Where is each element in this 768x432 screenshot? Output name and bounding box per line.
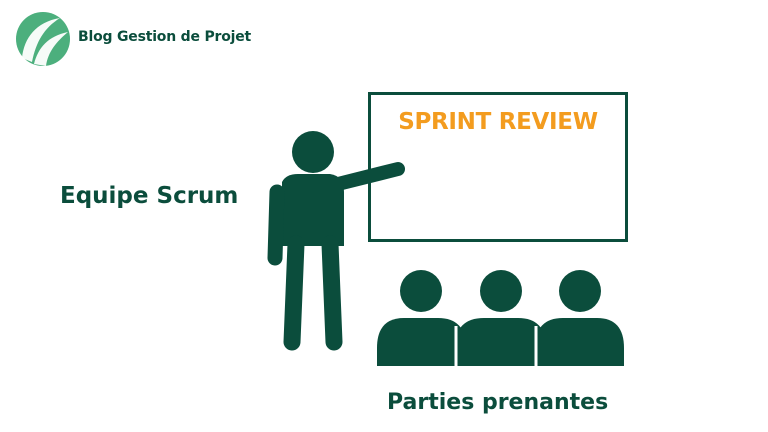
scrum-team-label: Equipe Scrum [60,183,239,209]
presentation-board: SPRINT REVIEW [368,92,628,242]
stakeholders-label: Parties prenantes [387,390,609,415]
brand-name: Blog Gestion de Projet [78,29,252,45]
leaf-logo-icon [14,10,74,68]
board-title: SPRINT REVIEW [398,109,598,135]
